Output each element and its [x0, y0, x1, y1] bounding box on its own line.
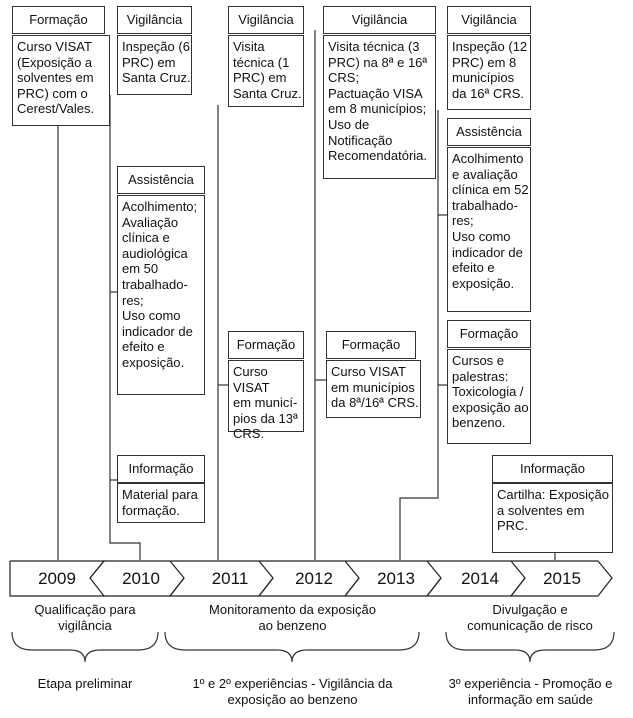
box-2015-informacao: Informação	[492, 455, 613, 483]
box-title: Assistência	[128, 172, 194, 187]
box-text: Inspeção (12 PRC) em 8 municípios da 16ª…	[452, 39, 528, 101]
period-braces	[11, 631, 615, 663]
box-2014-formacao-content: Cursos e palestras: Toxicologia / exposi…	[447, 349, 531, 444]
box-2014-assistencia-content: Acolhimento e avaliação clínica em 52 tr…	[447, 147, 531, 312]
box-2015-informacao-content: Cartilha: Exposição a solventes em PRC.	[492, 483, 613, 553]
box-text: Curso VISAT em municí- pios da 13ª CRS.	[233, 364, 298, 442]
period-label: Divulgação e comunicação de risco	[467, 602, 593, 633]
period-label: Monitoramento da exposição ao benzeno	[209, 602, 376, 633]
box-2014-assistencia: Assistência	[447, 118, 531, 146]
box-2012-formacao: Formação	[326, 331, 416, 359]
box-title: Vigilância	[461, 12, 517, 27]
box-2011-vigilancia: Vigilância	[228, 6, 304, 34]
box-2011-vigilancia-content: Visita técnica (1 PRC) em Santa Cruz.	[228, 35, 304, 107]
box-title: Formação	[236, 337, 296, 352]
timeline-arrow	[9, 560, 613, 597]
box-title: Vigilância	[238, 12, 294, 27]
connector-line	[109, 95, 141, 560]
stage-label: 1º e 2º experiências - Vigilância da exp…	[192, 676, 393, 707]
year-label: 2011	[211, 569, 249, 588]
brace	[164, 631, 420, 663]
year-label: 2014	[461, 569, 499, 588]
box-2014-vigilancia-content: Inspeção (12 PRC) em 8 municípios da 16ª…	[447, 35, 531, 110]
box-title: Vigilância	[351, 12, 408, 27]
box-text: Visita técnica (1 PRC) em Santa Cruz.	[233, 39, 302, 101]
box-title: Formação	[341, 337, 401, 352]
box-text: Cursos e palestras: Toxicologia / exposi…	[452, 353, 529, 431]
box-title: Informação	[519, 461, 586, 476]
brace	[11, 631, 159, 663]
box-text: Visita técnica (3 PRC) na 8ª e 16ª CRS; …	[328, 39, 428, 164]
box-2010-vigilancia-content: Inspeção (6 PRC) em Santa Cruz.	[117, 35, 192, 95]
year-label: 2012	[295, 569, 333, 588]
box-2012-formacao-content: Curso VISAT em municípios da 8ª/16ª CRS.	[326, 360, 421, 418]
box-2010-informacao: Informação	[117, 455, 205, 483]
box-text: Cartilha: Exposição a solventes em PRC.	[497, 487, 609, 534]
box-title: Informação	[128, 461, 194, 476]
year-label: 2015	[543, 569, 581, 588]
connector-line	[399, 110, 439, 560]
box-title: Formação	[29, 12, 88, 27]
box-2010-assistencia: Assistência	[117, 166, 205, 194]
box-title: Formação	[459, 326, 519, 341]
brace	[445, 631, 615, 663]
stage-label: Etapa preliminar	[37, 676, 133, 691]
box-2014-vigilancia: Vigilância	[447, 6, 531, 34]
year-label: 2013	[377, 569, 415, 588]
box-text: Acolhimento e avaliação clínica em 52 tr…	[452, 151, 529, 291]
box-title: Assistência	[456, 124, 522, 139]
year-label: 2009	[38, 569, 76, 588]
box-text: Material para formação.	[122, 487, 198, 518]
box-2009-formacao-content: Curso VISAT (Exposição a solventes em PR…	[12, 35, 110, 126]
box-2012-vigilancia-content: Visita técnica (3 PRC) na 8ª e 16ª CRS; …	[323, 35, 436, 179]
box-title: Vigilância	[126, 12, 183, 27]
box-text: Acolhimento; Avaliação clínica e audioló…	[122, 199, 198, 370]
box-text: Inspeção (6 PRC) em Santa Cruz.	[122, 39, 191, 86]
period-label: Qualificação para vigilância	[34, 602, 136, 633]
box-2014-formacao: Formação	[447, 320, 531, 348]
box-2009-formacao: Formação	[12, 6, 105, 34]
box-2010-informacao-content: Material para formação.	[117, 483, 205, 523]
box-2010-assistencia-content: Acolhimento; Avaliação clínica e audioló…	[117, 195, 205, 395]
box-2011-formacao: Formação	[228, 331, 304, 359]
year-label: 2010	[122, 569, 160, 588]
box-2010-vigilancia: Vigilância	[117, 6, 192, 34]
stage-label: 3º experiência - Promoção e informação e…	[448, 676, 613, 707]
box-2012-vigilancia: Vigilância	[323, 6, 436, 34]
box-text: Curso VISAT em municípios da 8ª/16ª CRS.	[331, 364, 419, 411]
box-text: Curso VISAT (Exposição a solventes em PR…	[17, 39, 95, 117]
box-2011-formacao-content: Curso VISAT em municí- pios da 13ª CRS.	[228, 360, 304, 441]
